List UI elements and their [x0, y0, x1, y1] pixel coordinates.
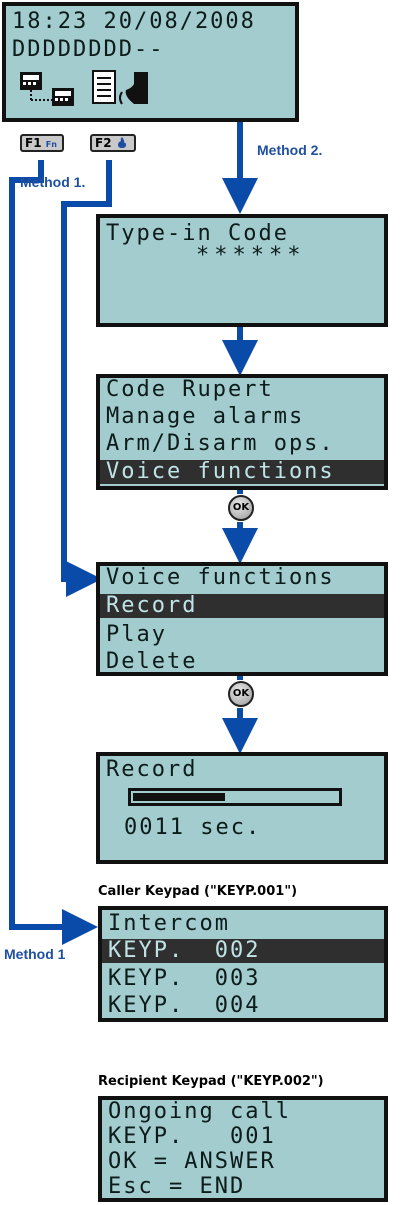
method1-label: Method 1.	[20, 174, 86, 190]
caller-display: Intercom KEYP. 002 KEYP. 003 KEYP. 004	[98, 906, 388, 1022]
menu-item-code-user[interactable]: Code Rupert	[106, 378, 274, 402]
caller-item-keyp-004[interactable]: KEYP. 004	[108, 994, 261, 1018]
recipient-caller-id: KEYP. 001	[108, 1125, 276, 1149]
recipient-caption: Recipient Keypad ("KEYP.002")	[98, 1074, 324, 1089]
f1-key-sub: Fn	[45, 140, 57, 149]
method1-side-label: Method 1	[4, 946, 66, 962]
voice-menu-title: Voice functions	[106, 566, 335, 590]
keypad-to-keypad-icon	[16, 68, 80, 108]
fire-icon	[116, 136, 128, 151]
code-display: Type-in Code ******	[96, 214, 388, 327]
f2-key-label: F2	[95, 136, 112, 150]
record-progress-fill	[133, 793, 225, 801]
user-menu-display: Code Rupert Manage alarms Arm/Disarm ops…	[96, 374, 388, 490]
caller-item-keyp-003[interactable]: KEYP. 003	[108, 967, 261, 991]
code-prompt: Type-in Code	[106, 222, 289, 246]
status-line: DDDDDDDD--	[12, 38, 165, 62]
recipient-end-hint: Esc = END	[108, 1175, 246, 1199]
menu-item-voice-functions[interactable]: Voice functions	[100, 460, 384, 484]
datetime-line: 18:23 20/08/2008	[12, 10, 256, 34]
method2-label: Method 2.	[257, 142, 323, 158]
voice-item-play[interactable]: Play	[106, 623, 167, 647]
main-display: 18:23 20/08/2008 DDDDDDDD--	[2, 2, 299, 122]
caller-caption: Caller Keypad ("KEYP.001")	[98, 884, 298, 899]
menu-item-arm-disarm[interactable]: Arm/Disarm ops.	[106, 432, 335, 456]
recipient-display: Ongoing call KEYP. 001 OK = ANSWER Esc =…	[98, 1096, 388, 1202]
caller-item-keyp-002[interactable]: KEYP. 002	[102, 939, 384, 963]
recipient-status: Ongoing call	[108, 1100, 291, 1124]
record-display: Record 0011 sec.	[96, 752, 388, 864]
record-title: Record	[106, 758, 198, 782]
voice-menu-display: Voice functions Record Play Delete	[96, 562, 388, 676]
list-call-icon	[90, 68, 154, 108]
arrow-f1-to-intercom	[9, 160, 98, 945]
f1-key-label: F1	[25, 136, 42, 150]
recipient-answer-hint: OK = ANSWER	[108, 1150, 276, 1174]
arrow-f2-to-voice	[61, 160, 112, 597]
voice-item-record[interactable]: Record	[100, 594, 384, 618]
ok-button[interactable]: OK	[228, 681, 254, 707]
record-time: 0011 sec.	[124, 816, 262, 840]
ok-button[interactable]: OK	[228, 495, 254, 521]
voice-item-delete[interactable]: Delete	[106, 650, 198, 674]
f2-key[interactable]: F2	[90, 134, 136, 152]
caller-title: Intercom	[108, 912, 230, 936]
f1-key[interactable]: F1 Fn	[20, 134, 64, 152]
record-progress-bar	[128, 788, 342, 806]
menu-item-manage-alarms[interactable]: Manage alarms	[106, 405, 305, 429]
code-mask: ******	[196, 244, 306, 268]
